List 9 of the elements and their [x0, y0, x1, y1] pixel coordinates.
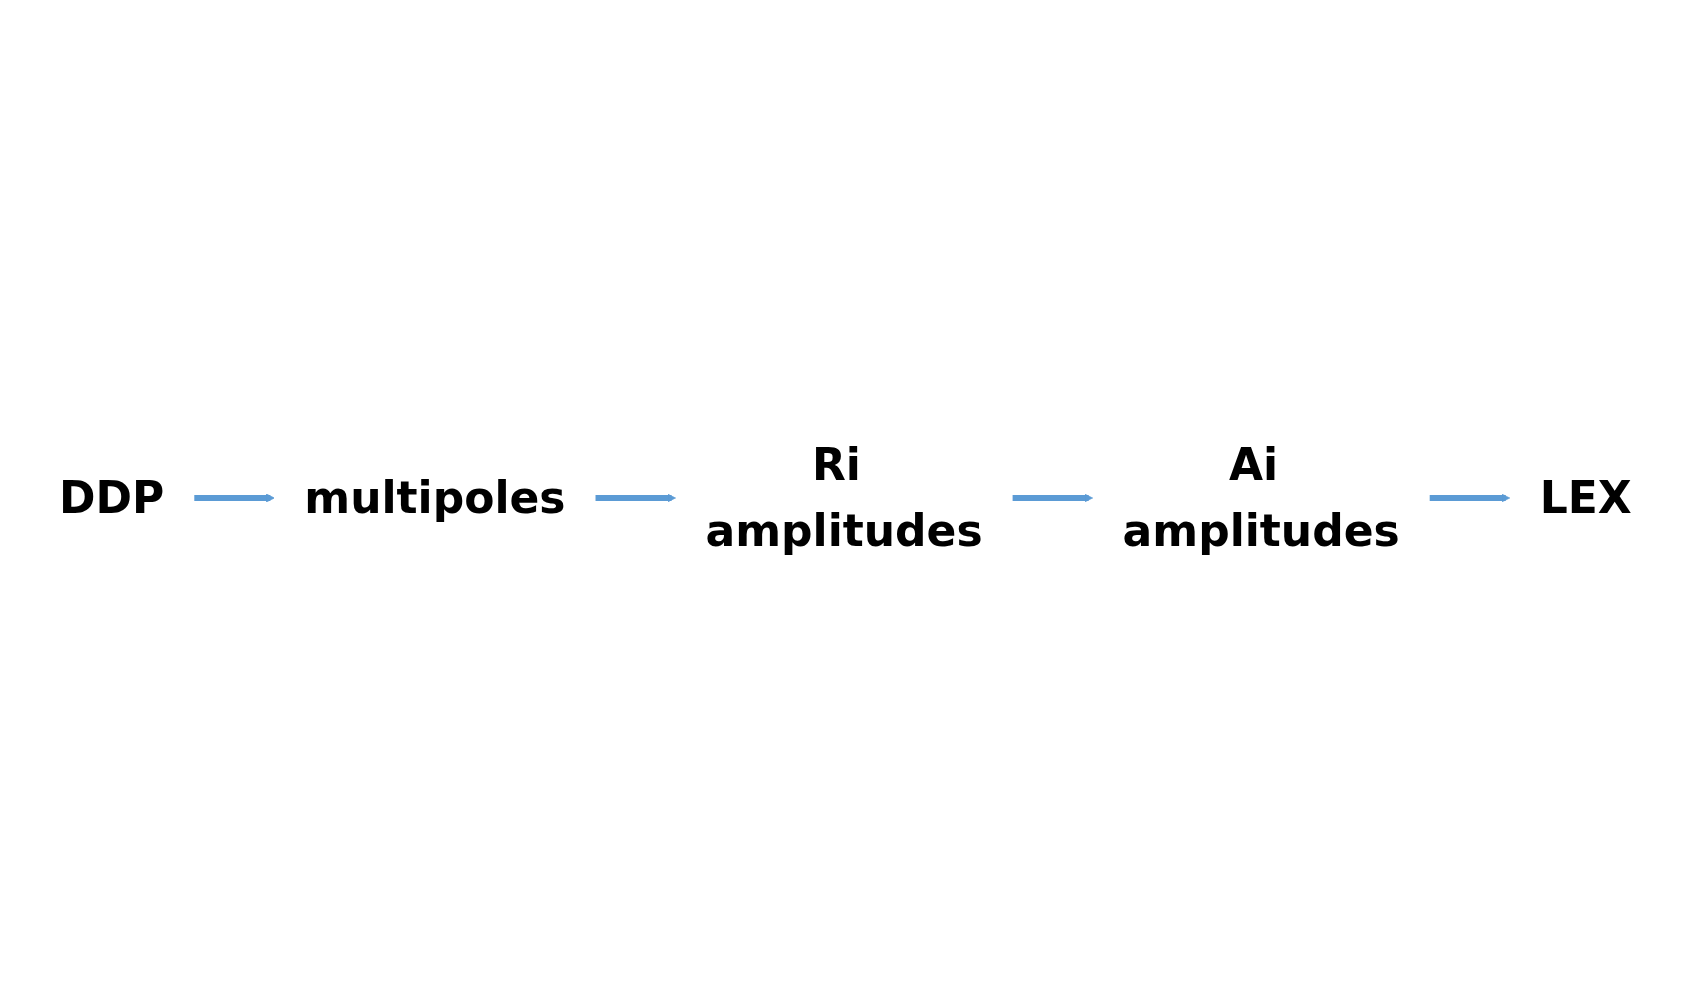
node-text: LEX	[1539, 472, 1632, 523]
arrow	[193, 493, 275, 503]
node-text: multipoles	[303, 472, 566, 523]
arrow	[595, 493, 676, 503]
node-text: Ai amplitudes	[1122, 439, 1400, 556]
arrow	[1429, 493, 1510, 503]
node-text: DDP	[58, 472, 164, 523]
arrow	[1012, 493, 1093, 503]
node-text: Ri amplitudes	[705, 439, 983, 556]
